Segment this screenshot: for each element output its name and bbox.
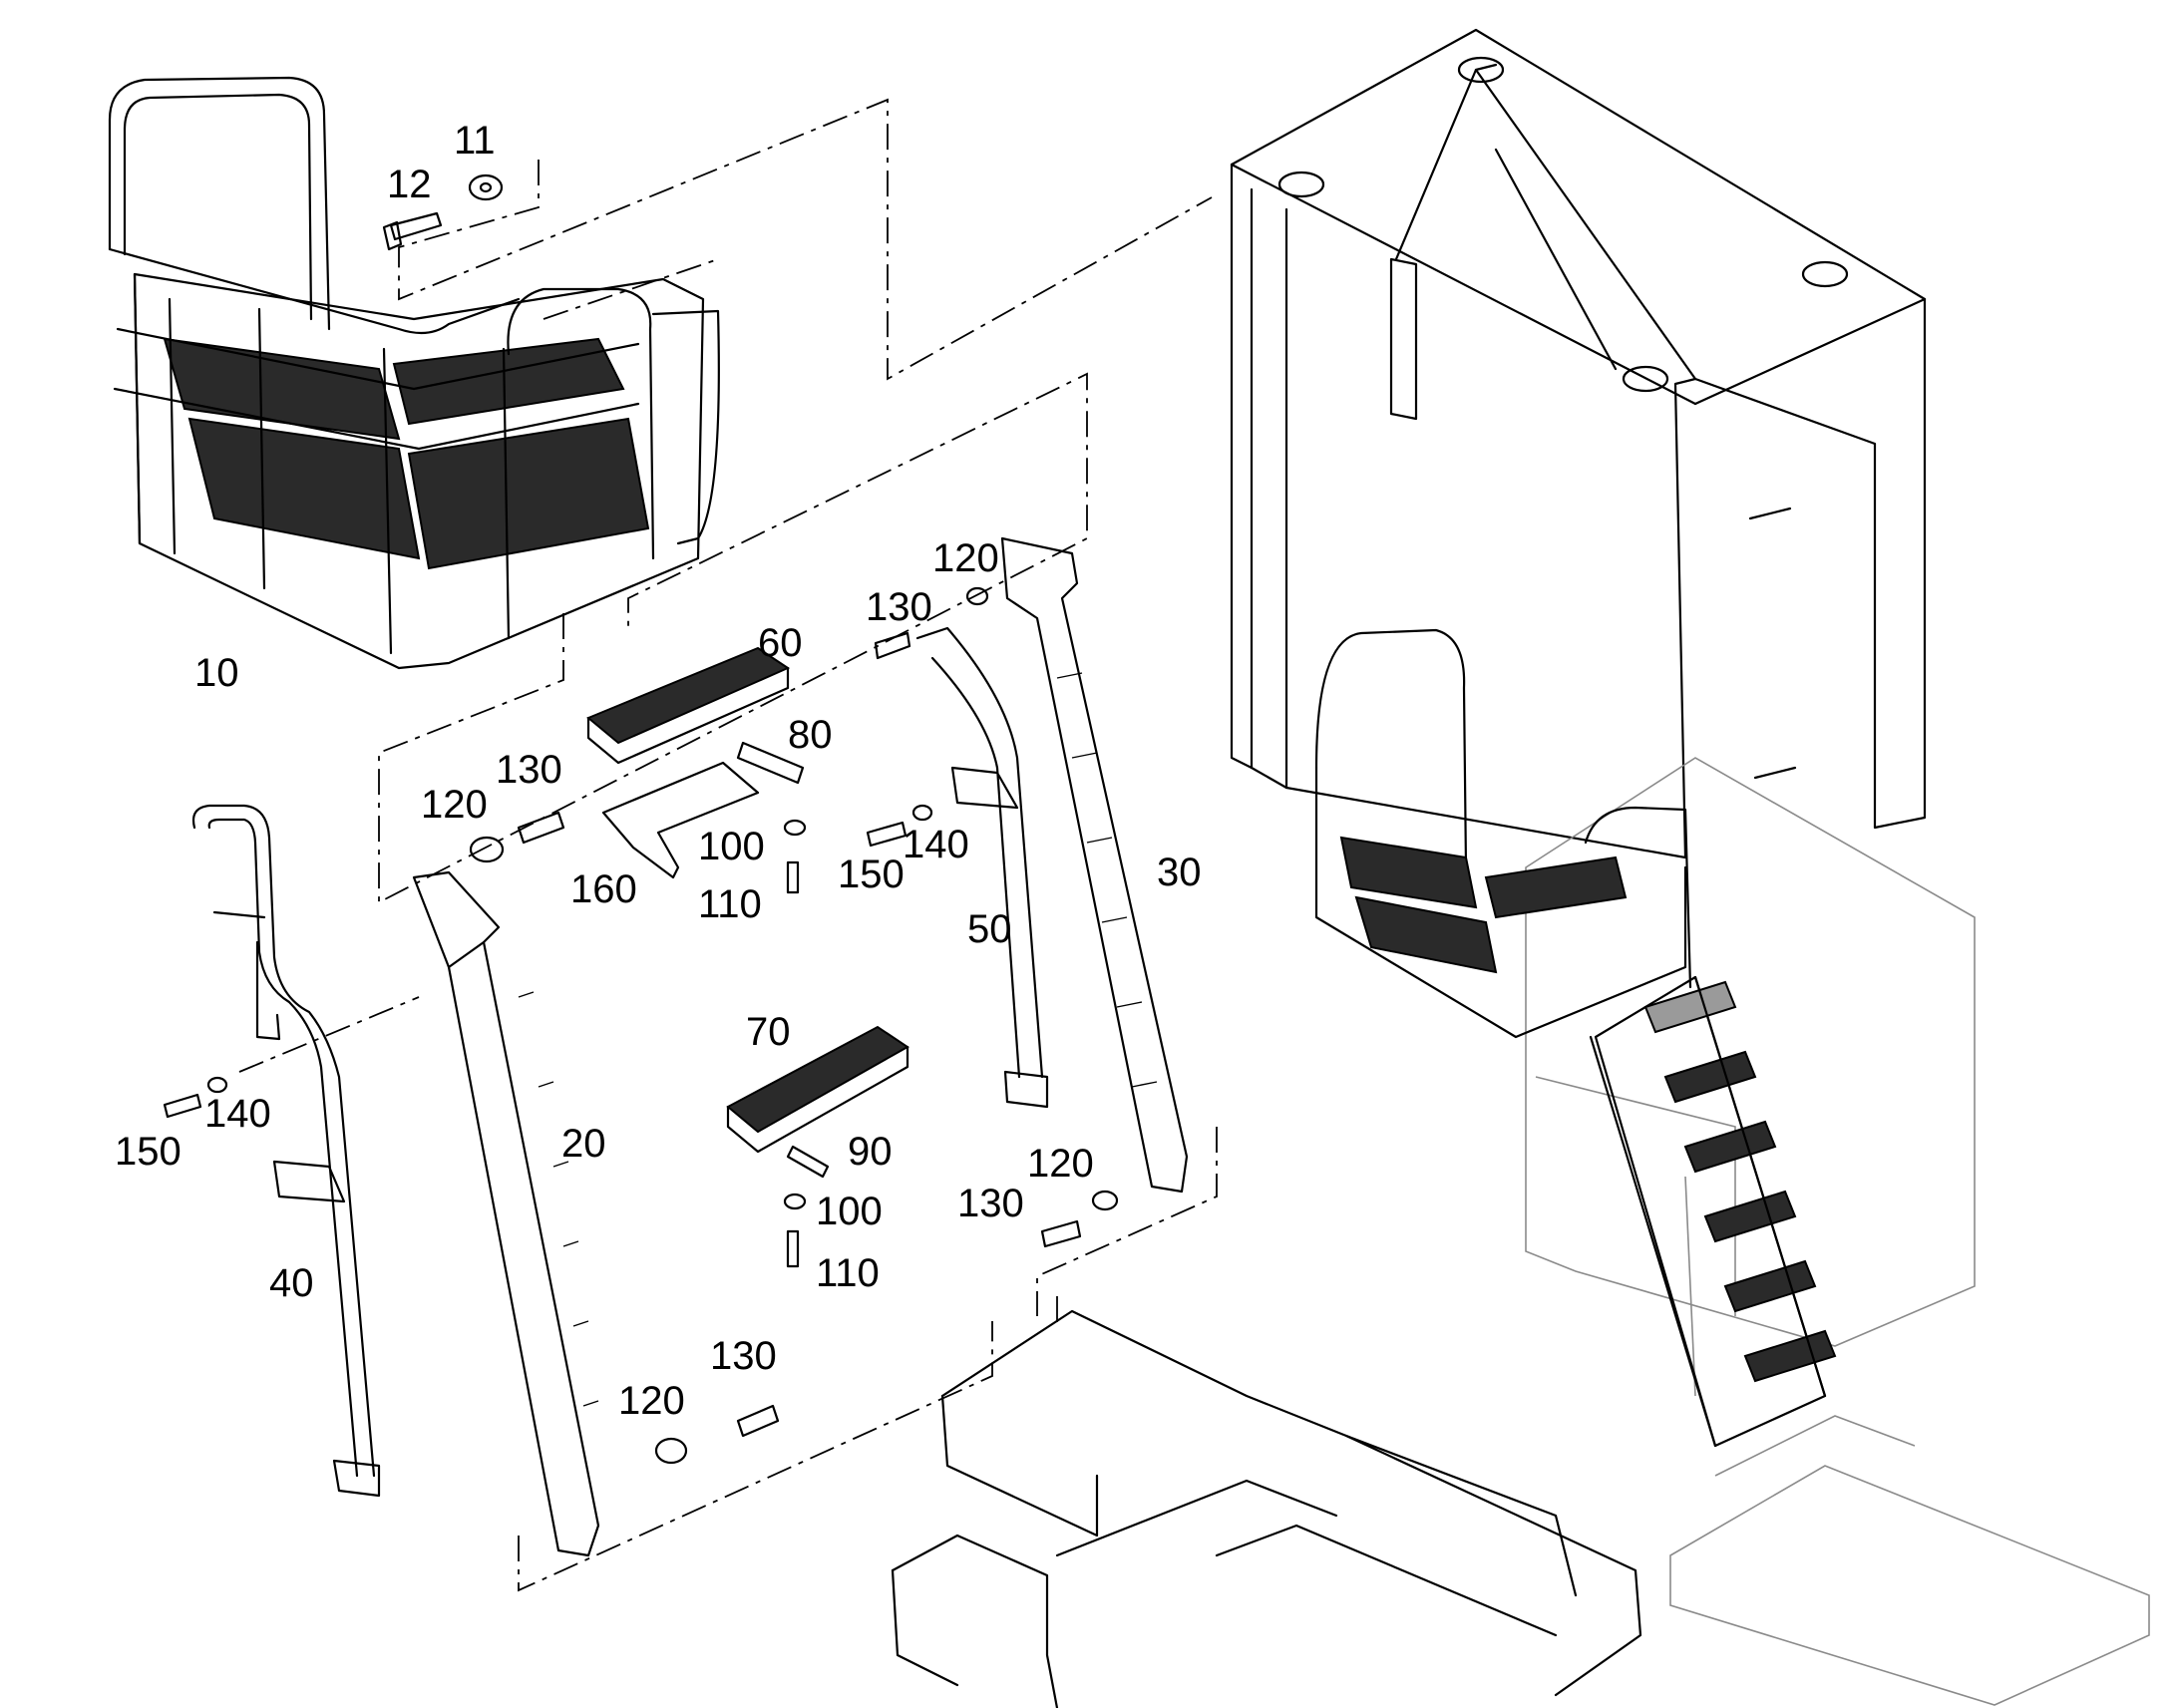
callout-60: 60: [758, 621, 803, 665]
callout-70: 70: [746, 1010, 791, 1054]
callout-12: 12: [387, 163, 432, 206]
callout-140a: 140: [903, 823, 969, 866]
callout-130c: 130: [957, 1182, 1024, 1225]
callout-90: 90: [848, 1130, 893, 1174]
callout-50: 50: [967, 907, 1012, 951]
base-beam: [891, 1309, 1642, 1708]
callout-120c: 120: [1027, 1142, 1094, 1186]
tower-frame: [1230, 28, 1927, 859]
step-part-60: [586, 646, 791, 765]
assembly-centerlines: [238, 98, 1218, 1592]
callout-10: 10: [194, 651, 239, 695]
ladder-rail-part-20: [412, 870, 600, 1557]
callout-11: 11: [454, 119, 496, 163]
callout-120d: 120: [618, 1379, 685, 1423]
callout-100a: 100: [698, 825, 765, 868]
callout-160: 160: [570, 867, 637, 911]
callout-20: 20: [561, 1122, 606, 1166]
platform-part-10: [108, 76, 720, 670]
assembled-lower-tower: [1525, 757, 1976, 1397]
callout-120b: 120: [932, 536, 999, 580]
callout-80: 80: [788, 713, 833, 757]
callout-110a: 110: [698, 882, 762, 926]
callout-150b: 150: [115, 1130, 182, 1174]
bracket-part-90: [786, 1145, 830, 1179]
callout-30: 30: [1157, 851, 1202, 894]
assembled-platform: [1314, 628, 1692, 1039]
callout-150a: 150: [838, 853, 905, 896]
callout-100b: 100: [816, 1190, 883, 1233]
callout-40: 40: [269, 1261, 314, 1305]
callout-130d: 130: [710, 1334, 777, 1378]
assembled-ladder: [1589, 975, 1837, 1448]
callout-110b: 110: [816, 1251, 880, 1295]
callout-140b: 140: [204, 1092, 271, 1136]
bracket-part-160: [601, 761, 760, 879]
washer-part-11: [468, 173, 504, 201]
handrail-part-50: [915, 626, 1049, 1109]
assembled-base-beam: [1669, 1415, 2150, 1706]
ladder-rail-part-30: [1000, 536, 1189, 1194]
callout-120a: 120: [421, 783, 488, 827]
handrail-part-40: [191, 804, 381, 1498]
callout-130b: 130: [866, 585, 932, 629]
callout-labels: 10 11 12 20 30 40 50 60 70 80 90 100 100…: [115, 119, 1202, 1423]
bolt-part-12: [382, 211, 443, 251]
step-part-70: [726, 1025, 909, 1154]
bracket-part-80: [736, 741, 805, 785]
callout-130a: 130: [496, 748, 562, 792]
